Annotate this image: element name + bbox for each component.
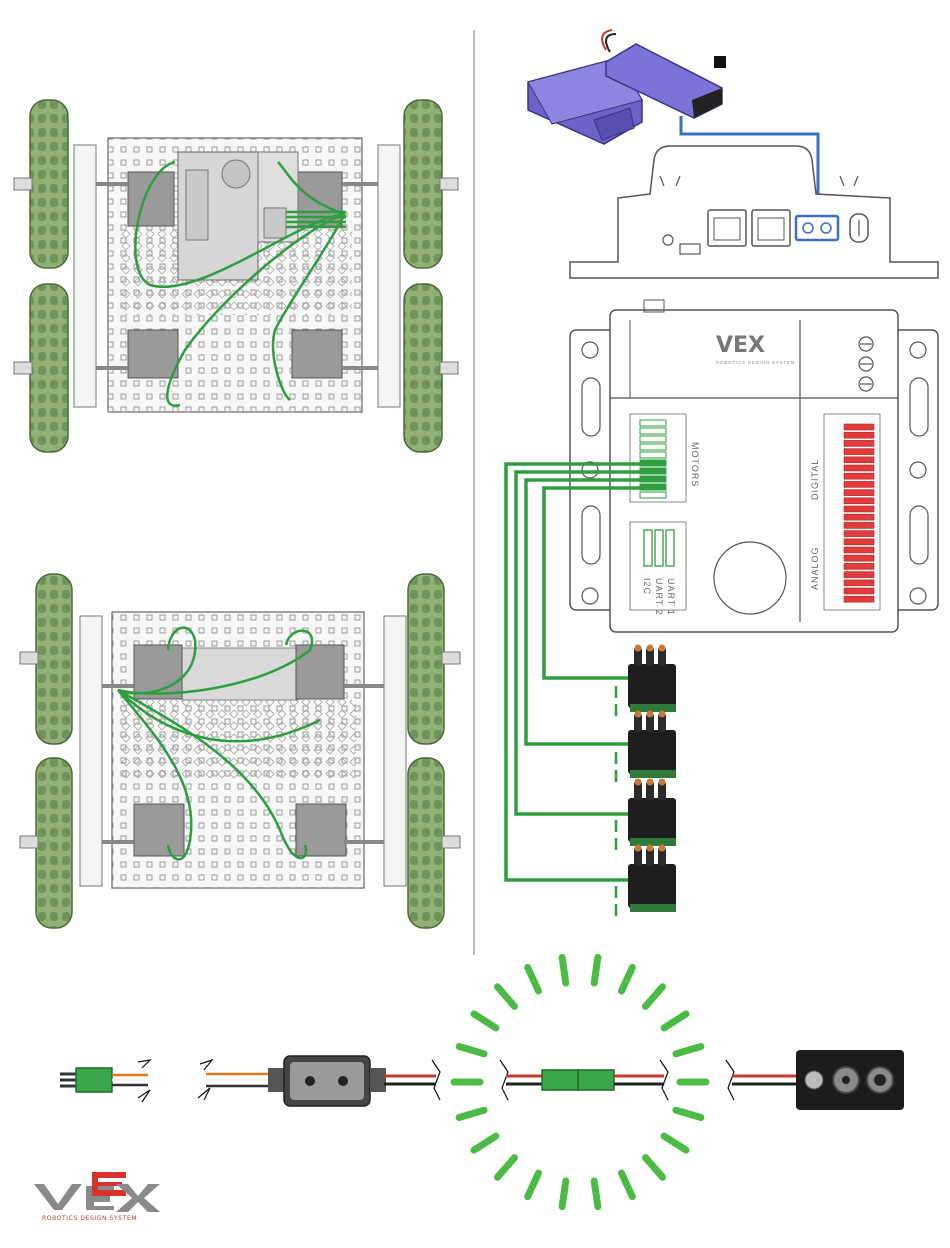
controller-side-view	[570, 146, 938, 278]
label-i2c: I2C	[642, 578, 652, 595]
wheel-rear-right	[408, 758, 460, 928]
label-analog: ANALOG	[810, 546, 820, 590]
motor-lead-connector	[60, 1060, 150, 1102]
burst-ray	[676, 1110, 701, 1117]
digital-analog-port	[844, 490, 874, 496]
burst-ray	[562, 957, 566, 983]
motor-port	[640, 492, 666, 498]
digital-analog-port	[844, 580, 874, 586]
digital-analog-port	[844, 514, 874, 520]
label-uart1: UART 1	[666, 578, 676, 616]
motor-controller-module	[616, 645, 676, 717]
digital-analog-port	[844, 596, 874, 602]
motor-393	[726, 1050, 904, 1110]
burst-ray	[622, 967, 633, 991]
burst-ray	[459, 1110, 484, 1117]
motor	[292, 330, 342, 378]
digital-analog-port	[844, 531, 874, 537]
controller-brand-subtitle: ROBOTICS DESIGN SYSTEM	[716, 360, 795, 365]
vex-logo: ROBOTICS DESIGN SYSTEM	[34, 1172, 160, 1222]
motor	[296, 804, 346, 856]
digital-analog-port	[844, 572, 874, 578]
motor	[128, 330, 178, 378]
motor-port	[640, 452, 666, 458]
burst-ray	[646, 1158, 663, 1178]
uart-ports	[644, 530, 674, 566]
motor-port	[640, 444, 666, 450]
cable-chain	[60, 957, 904, 1206]
burst-ray	[594, 1181, 598, 1207]
wheel-front-right	[408, 574, 460, 744]
motor-port	[640, 484, 666, 490]
label-motors: MOTORS	[690, 442, 700, 487]
burst-ray	[474, 1014, 496, 1028]
digital-analog-port	[844, 432, 874, 438]
burst-ray	[562, 1181, 566, 1207]
burst-ray	[594, 957, 598, 983]
burst-ray	[676, 1047, 701, 1054]
motor	[128, 172, 174, 226]
motor-port	[640, 420, 666, 426]
motor-port	[640, 476, 666, 482]
motor-controller-29	[198, 1056, 440, 1106]
digital-analog-port	[844, 506, 874, 512]
wheel-front-left	[20, 574, 72, 744]
motor	[296, 645, 344, 699]
wheel-front-right	[404, 100, 458, 268]
robot-top-view-1	[14, 100, 458, 452]
motor-controller-module	[616, 711, 676, 783]
burst-ray	[498, 987, 515, 1007]
digital-analog-port	[844, 588, 874, 594]
digital-analog-port	[844, 481, 874, 487]
digital-analog-port	[844, 473, 874, 479]
robot-top-view-2	[20, 574, 460, 928]
digital-analog-port	[844, 449, 874, 455]
digital-analog-port	[844, 522, 874, 528]
burst-ray	[622, 1173, 633, 1197]
burst-ray	[474, 1136, 496, 1150]
digital-analog-port	[844, 547, 874, 553]
label-uart2: UART 2	[654, 578, 664, 616]
wheel-rear-left	[14, 284, 68, 452]
digital-analog-port	[844, 457, 874, 463]
motor-port	[640, 468, 666, 474]
burst-ray	[664, 1014, 686, 1028]
burst-ray	[528, 1173, 539, 1197]
wheel-rear-right	[404, 284, 458, 452]
connector-pair	[500, 1060, 668, 1100]
burst-ray	[664, 1136, 686, 1150]
burst-ray	[646, 987, 663, 1007]
motor-port	[640, 460, 666, 466]
digital-analog-port	[844, 424, 874, 430]
battery-marker	[714, 56, 726, 68]
digital-analog-port	[844, 498, 874, 504]
digital-analog-port	[844, 440, 874, 446]
label-digital: DIGITAL	[810, 459, 820, 500]
wheel-rear-left	[20, 758, 72, 928]
motor	[134, 804, 184, 856]
burst-ray	[498, 1158, 515, 1178]
controller-top-view: VEX ROBOTICS DESIGN SYSTEM MOTORS UART 1…	[570, 300, 938, 632]
digital-analog-port	[844, 563, 874, 569]
digital-analog-port	[844, 555, 874, 561]
motor-port	[640, 436, 666, 442]
digital-analog-port	[844, 465, 874, 471]
motor-controller-modules	[616, 645, 676, 917]
burst-ray	[528, 967, 539, 991]
digital-analog-port	[844, 539, 874, 545]
burst-ray	[459, 1047, 484, 1054]
logo-subtitle: ROBOTICS DESIGN SYSTEM	[42, 1215, 137, 1222]
wheel-front-left	[14, 100, 68, 268]
controller-brand: VEX	[716, 333, 765, 358]
motor-port	[640, 428, 666, 434]
